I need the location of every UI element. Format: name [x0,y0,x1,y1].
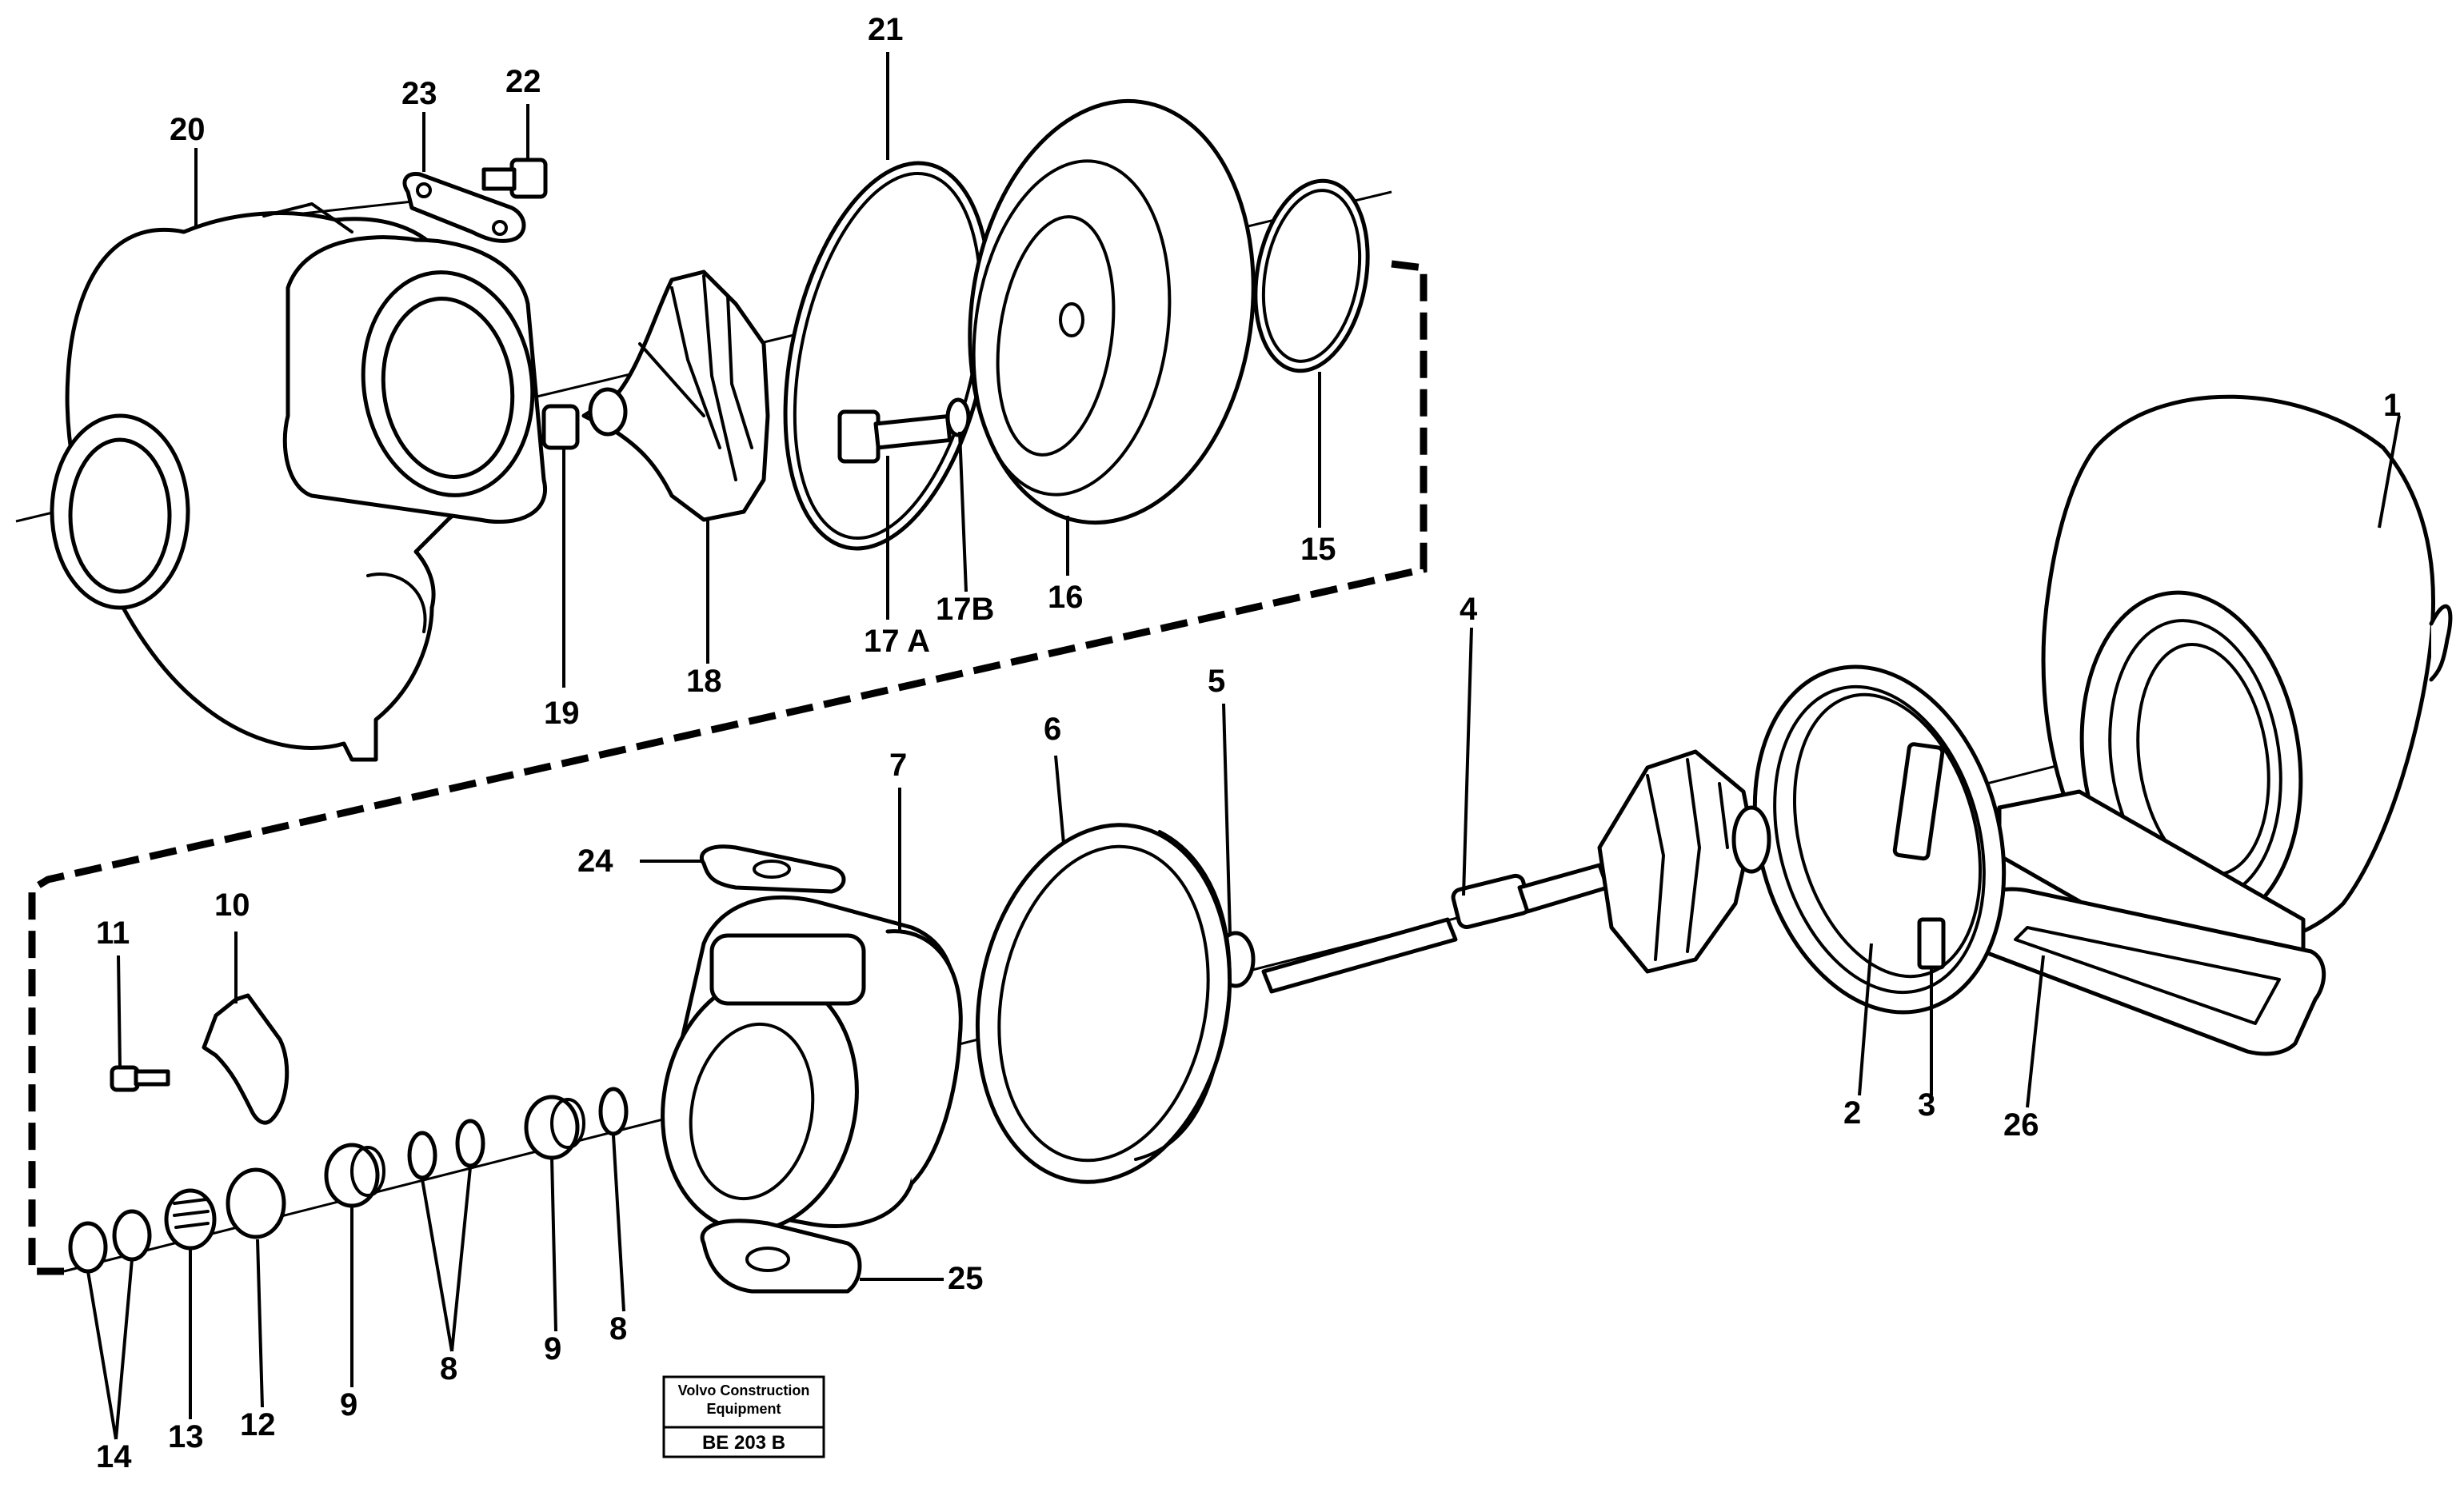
callout-16: 16 [1048,580,1084,615]
callout-6: 6 [1044,712,1061,747]
circlip [598,1087,629,1136]
oil-inlet-gasket-hole [753,860,791,879]
callout-18: 18 [686,664,722,699]
bearing-housing [661,895,963,1233]
washer [945,397,971,437]
assembly-connection-dashed-line [28,260,1428,1275]
journal-bearing [324,1143,385,1208]
o-ring-small [1253,178,1370,373]
nut [541,404,580,450]
callout-9-right: 9 [544,1331,561,1366]
callout-15: 15 [1300,532,1336,567]
callout-8-left: 8 [440,1351,457,1386]
callout-labels: 1 21 22 23 20 15 16 17B 17 A 18 19 4 5 6… [96,12,2401,1474]
callout-20: 20 [170,112,206,147]
turbine-housing [1997,394,2453,986]
journal-bearing [524,1095,585,1160]
title-block-frame [662,1375,825,1458]
seal-ring [112,1209,152,1262]
title-block-company-line1: Volvo Construction [678,1382,810,1398]
callout-12: 12 [240,1407,276,1442]
circlip [455,1119,485,1168]
callout-26: 26 [2003,1107,2039,1143]
callout-21: 21 [868,12,904,47]
heat-shield [975,823,1232,1184]
callout-8-right: 8 [609,1311,627,1346]
compressor-housing [50,202,547,762]
clamp-bolt [1892,742,1946,970]
callout-22: 22 [505,64,541,99]
oil-outlet-gasket-hole [745,1247,790,1272]
oil-outlet-gasket [700,1219,862,1294]
callout-5: 5 [1208,664,1225,699]
leader-lines [86,52,2401,1440]
impeller-bolt [837,409,952,464]
callout-7: 7 [889,748,907,783]
callout-10: 10 [214,888,250,923]
callout-14: 14 [96,1439,132,1474]
thrust-sleeve [164,1188,217,1251]
o-ring-small-inner [1261,189,1362,363]
callout-4: 4 [1460,592,1478,627]
screw [110,1065,170,1092]
callout-13: 13 [168,1419,204,1454]
callout-17a: 17 A [864,624,930,659]
callout-3: 3 [1918,1087,1935,1123]
compressor-wheel [581,269,770,522]
turbine-shaft-wheel [1261,749,1771,994]
oil-inlet-gasket [700,844,846,894]
callout-17b: 17B [936,592,994,627]
callout-19: 19 [544,696,580,731]
thrust-ring [226,1167,286,1239]
callout-1: 1 [2383,388,2401,423]
locking-plate [202,993,290,1125]
compressor-back-plate [968,98,1256,525]
seal-ring [68,1221,108,1274]
bolt [481,158,548,199]
circlip [407,1131,437,1180]
callout-24: 24 [577,844,613,879]
title-block-drawing-code: BE 203 B [702,1432,785,1454]
bracket-hole [416,182,432,198]
callout-2: 2 [1843,1095,1861,1131]
callout-23: 23 [401,76,437,111]
title-block-company-line2: Equipment [707,1401,781,1417]
callout-11: 11 [96,916,130,951]
callout-9-left: 9 [340,1387,357,1422]
callout-25: 25 [948,1261,984,1296]
bracket-hole [492,220,508,236]
title-block: Volvo Construction Equipment BE 203 B [662,1375,825,1458]
